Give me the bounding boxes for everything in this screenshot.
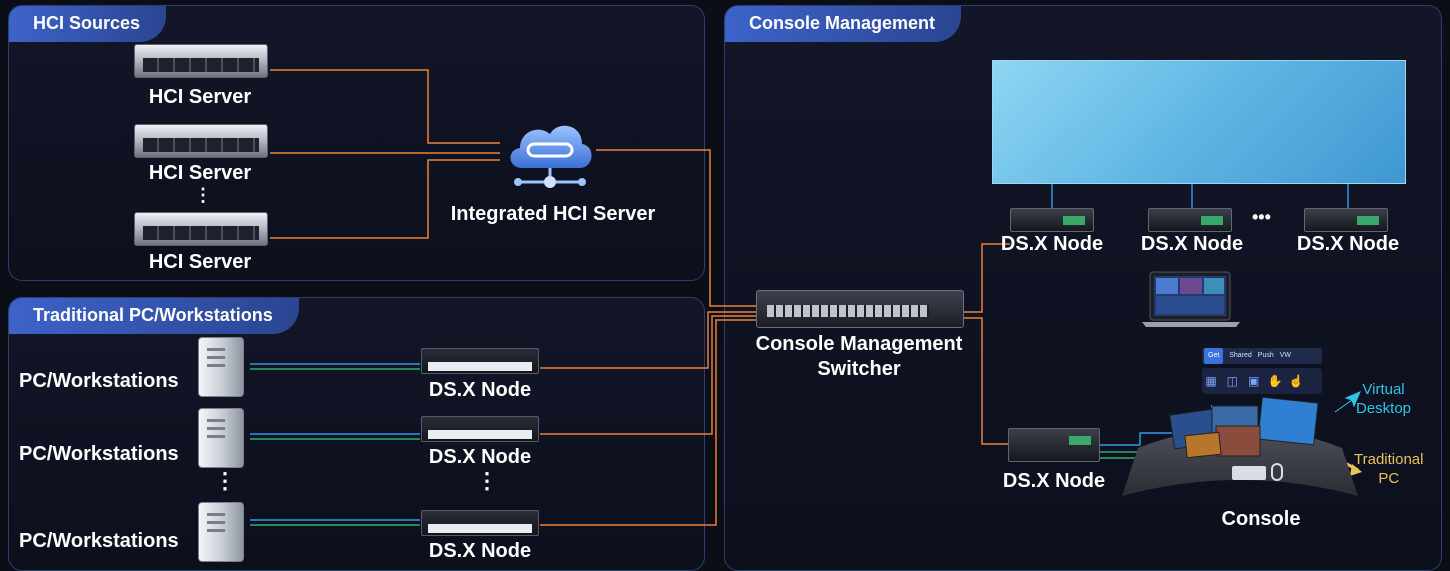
console-icon-bar: ▦ ◫ ▣ ✋ ☝ ◔ bbox=[1202, 368, 1322, 414]
cloud-icon bbox=[510, 125, 592, 188]
camera-icon[interactable]: ▣ bbox=[1248, 374, 1260, 388]
node-device-icon bbox=[421, 416, 539, 442]
ds-x-node-label: DS.X Node bbox=[1000, 233, 1104, 255]
node-device-icon bbox=[1010, 208, 1094, 232]
server-icon bbox=[134, 212, 268, 246]
switch-label-line2: Switcher bbox=[817, 358, 901, 380]
switch-icon bbox=[756, 290, 964, 328]
virtual-line1: Virtual bbox=[1362, 381, 1405, 398]
toolbar-item-vw[interactable]: VW bbox=[1279, 352, 1291, 359]
console-management-title: Console Management bbox=[725, 6, 962, 42]
hci-server-label: HCI Server bbox=[148, 86, 252, 108]
ai-icon[interactable]: ◫ bbox=[1226, 374, 1239, 388]
virtual-desktop-note: Virtual Desktop bbox=[1356, 380, 1411, 418]
hci-server-label: HCI Server bbox=[148, 251, 252, 273]
pc-workstations-label: PC/Workstations bbox=[19, 370, 179, 392]
touch-icon[interactable]: ☝ bbox=[1288, 374, 1304, 388]
node-device-icon bbox=[421, 510, 539, 536]
hci-server-label: HCI Server bbox=[148, 162, 252, 184]
hci-ellipsis: ⋮ bbox=[194, 185, 212, 205]
ds-x-node-label: DS.X Node bbox=[1140, 233, 1244, 255]
ds-x-node-label: DS.X Node bbox=[1296, 233, 1400, 255]
ds-x-node-label: DS.X Node bbox=[428, 379, 532, 401]
console-toolbar: Get Shared Push VW bbox=[1202, 348, 1322, 364]
console-node-ellipsis: ••• bbox=[1252, 207, 1271, 227]
toolbar-item-get[interactable]: Get bbox=[1204, 348, 1224, 364]
keyboard-icon bbox=[1232, 466, 1266, 480]
console-label: Console bbox=[1221, 508, 1301, 530]
node-device-icon bbox=[1148, 208, 1232, 232]
traditional-pc-note: Traditional PC bbox=[1354, 450, 1423, 488]
laptop-icon bbox=[1142, 271, 1240, 327]
node-device-icon bbox=[421, 348, 539, 374]
node-device-icon bbox=[1304, 208, 1388, 232]
pc-workstations-label: PC/Workstations bbox=[19, 443, 179, 465]
pc-tower-icon bbox=[198, 408, 244, 468]
gesture-icon[interactable]: ◔ bbox=[1207, 400, 1215, 414]
integrated-hci-server-label: Integrated HCI Server bbox=[450, 203, 656, 225]
pc-ellipsis: ⋮ bbox=[214, 468, 236, 493]
server-icon bbox=[134, 44, 268, 78]
hci-sources-panel: HCI Sources bbox=[8, 5, 705, 281]
node-ellipsis: ⋮ bbox=[476, 468, 498, 493]
toolbar-item-shared[interactable]: Shared bbox=[1229, 352, 1252, 359]
switch-label-line1: Console Management bbox=[755, 333, 963, 355]
mouse-icon bbox=[1271, 463, 1283, 481]
ds-x-node-label: DS.X Node bbox=[428, 446, 532, 468]
pc-tower-icon bbox=[198, 337, 244, 397]
pc-workstations-label: PC/Workstations bbox=[19, 530, 179, 552]
node-device-icon bbox=[1008, 428, 1100, 462]
pc-tower-icon bbox=[198, 502, 244, 562]
video-wall-icon bbox=[992, 60, 1406, 184]
toolbar-item-push[interactable]: Push bbox=[1257, 352, 1274, 359]
ds-x-node-label: DS.X Node bbox=[1002, 470, 1106, 492]
traditional-title: Traditional PC/Workstations bbox=[9, 298, 299, 334]
virtual-line2: Desktop bbox=[1356, 400, 1412, 417]
server-icon bbox=[134, 124, 268, 158]
traditional-line1: Traditional bbox=[1354, 451, 1424, 468]
hci-sources-title: HCI Sources bbox=[9, 6, 167, 42]
hand-icon[interactable]: ✋ bbox=[1267, 374, 1283, 388]
ds-x-node-label: DS.X Node bbox=[428, 540, 532, 562]
console-desk-icon bbox=[1122, 396, 1358, 496]
grid-icon[interactable]: ▦ bbox=[1205, 374, 1217, 388]
traditional-line2: PC bbox=[1378, 470, 1400, 487]
